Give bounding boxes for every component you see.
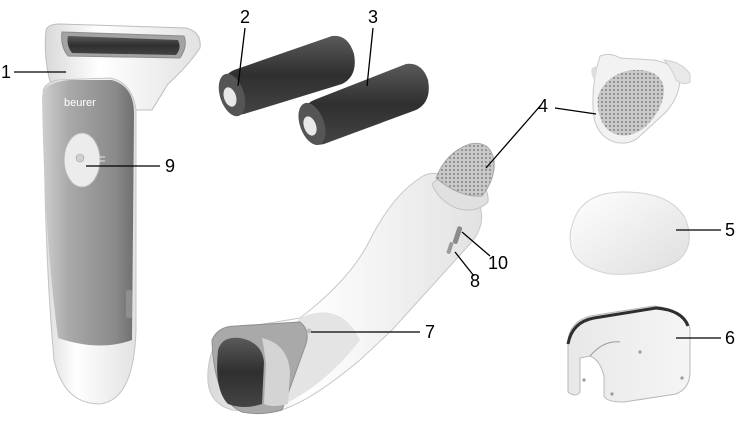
- leader-2: [237, 27, 246, 87]
- second-device: [207, 142, 495, 415]
- leader-4: [485, 104, 542, 169]
- main-device-grip: [42, 80, 134, 346]
- cover-screw-icon-3: [680, 376, 684, 380]
- mesh-attachment-grid: [597, 69, 664, 136]
- roller-2-end-cap: [223, 87, 237, 107]
- second-device-port: [446, 242, 454, 254]
- leader-4b: [554, 107, 597, 115]
- callout-6: 6: [725, 328, 736, 348]
- callout-7: 7: [425, 322, 436, 342]
- leader-10: [461, 231, 491, 257]
- callout-3: 3: [368, 7, 379, 27]
- second-roller-rim: [262, 338, 290, 406]
- power-switch-dot-icon: [75, 153, 85, 163]
- second-roller: [217, 337, 264, 407]
- drop-icon: [591, 66, 597, 80]
- callout-10: 10: [488, 253, 509, 273]
- brand-logo: beurer: [64, 97, 96, 109]
- mesh-attachment: [591, 53, 691, 144]
- mesh-head: [435, 142, 495, 197]
- side-port: [126, 290, 132, 318]
- callout-5: 5: [725, 220, 736, 240]
- callout-1: 1: [1, 62, 12, 82]
- second-device-button[interactable]: [452, 226, 463, 245]
- cover-screw-icon-2: [610, 392, 614, 396]
- leader-8: [454, 251, 475, 277]
- callout-4: 4: [538, 96, 549, 116]
- cover-screw-icon-4: [638, 350, 642, 354]
- spare-roller-3: [298, 63, 429, 146]
- callout-2: 2: [240, 7, 251, 27]
- callout-8: 8: [470, 271, 481, 291]
- callout-9: 9: [165, 156, 176, 176]
- main-roller: [67, 36, 180, 55]
- cover-rim: [566, 306, 690, 345]
- main-device: beurer: [42, 23, 201, 405]
- cover-screw-icon: [582, 378, 586, 382]
- transparent-cover: [566, 305, 691, 403]
- indicator-light: [306, 328, 312, 334]
- leader-3: [366, 27, 374, 87]
- roller-3-end-cap: [303, 116, 317, 136]
- protective-cap: [569, 191, 690, 275]
- callout-lines: [14, 27, 721, 339]
